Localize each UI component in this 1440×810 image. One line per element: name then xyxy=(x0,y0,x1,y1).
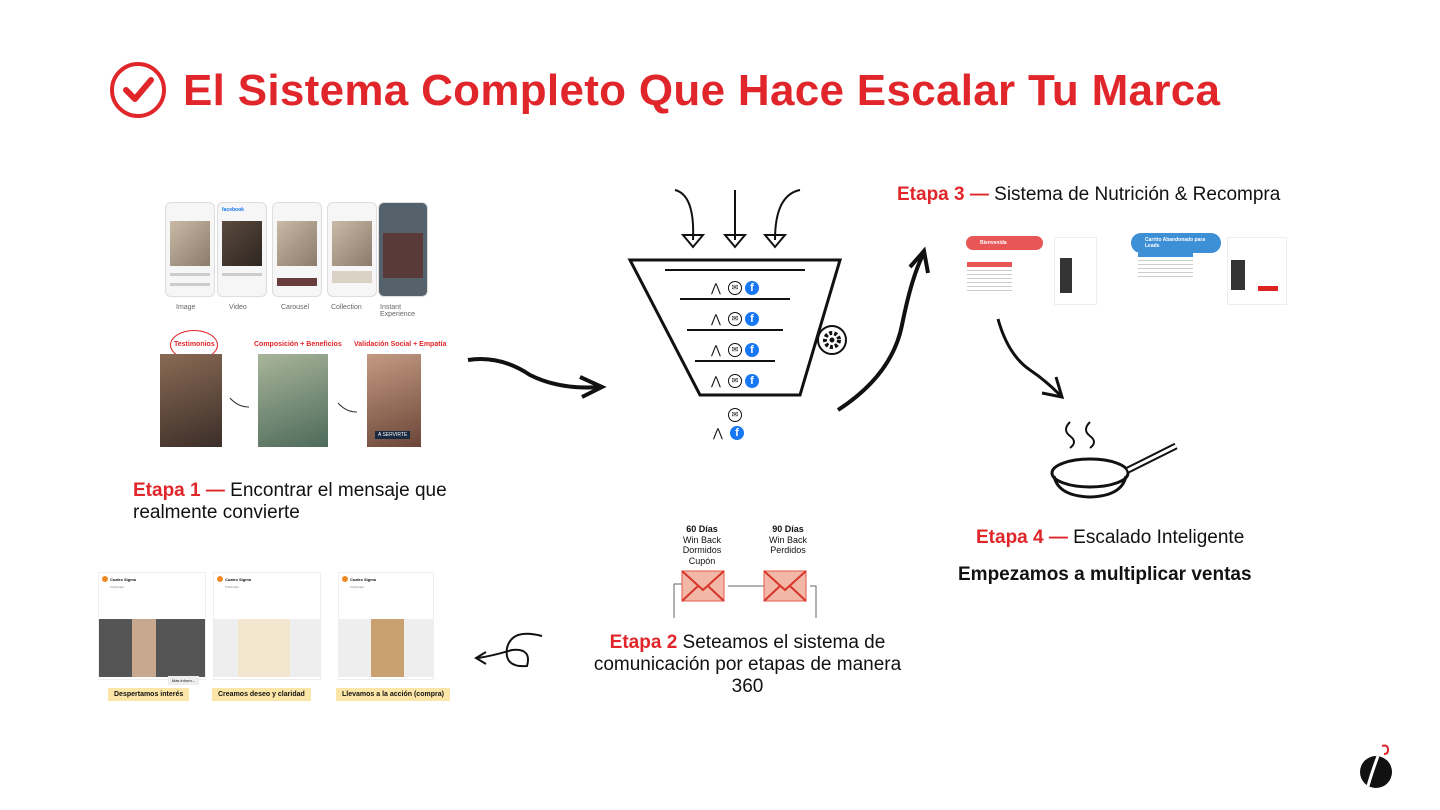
google-ads-icon: ⋀ xyxy=(711,373,721,388)
phone-mock-instant-experience xyxy=(378,202,428,297)
output-channels: ✉ xyxy=(726,404,742,422)
winback-desc: Win Back Perdidos xyxy=(768,534,807,556)
arrow-icon xyxy=(337,402,358,413)
mail-icon: ✉ xyxy=(728,373,742,388)
brand-logo-icon xyxy=(342,576,348,582)
stage3-text: Sistema de Nutrición & Recompra xyxy=(994,184,1281,205)
channel-row: ⋀ ✉f xyxy=(695,334,775,365)
format-label: Image xyxy=(176,304,196,311)
mail-icon: ✉ xyxy=(728,311,742,326)
facebook-icon: f xyxy=(745,280,759,295)
stage2-caption: Etapa 2 Seteamos el sistema de comunicac… xyxy=(580,632,915,698)
stage1-label: Etapa 1 — xyxy=(133,480,225,501)
format-label: Collection xyxy=(331,304,362,311)
output-channels: ⋀f xyxy=(713,426,744,440)
stage3-label: Etapa 3 — xyxy=(897,184,989,205)
empathy-video: A SERVIRTE xyxy=(367,354,421,447)
check-circle-icon xyxy=(110,62,166,118)
ad-card: Cuatro Sigmo Publicidad xyxy=(338,572,434,680)
channel-row: ⋀ ✉f xyxy=(695,365,775,396)
video-caption: A SERVIRTE xyxy=(375,431,411,439)
stage2-text: Seteamos el sistema de comunicación por … xyxy=(593,632,902,697)
google-ads-icon: ⋀ xyxy=(711,280,721,295)
phone-mock-video: facebook xyxy=(217,202,267,297)
ad-card: Cuatro Sigmo Publicidad xyxy=(213,572,321,680)
testimonial-video xyxy=(160,354,222,447)
stage1-caption: Etapa 1 — Encontrar el mensaje que realm… xyxy=(133,480,463,524)
brand-logo-icon xyxy=(1360,744,1392,788)
ad-card: Cuatro Sigmo Publicidad Más inform... xyxy=(98,572,206,685)
stage2-label: Etapa 2 xyxy=(609,632,678,653)
stage4-text: Escalado Inteligente xyxy=(1073,527,1245,548)
phone-mock-collection xyxy=(327,202,377,297)
winback-desc: Win Back Dormidos Cupón xyxy=(682,534,722,566)
format-label: Instant Experience xyxy=(380,304,416,318)
stage4-label: Etapa 4 — xyxy=(976,527,1068,548)
brand-logo-icon xyxy=(217,576,223,582)
facebook-icon: f xyxy=(745,373,759,388)
email-flow-pill: Bienvenida xyxy=(966,236,1043,250)
ad-stage-tag: Despertamos interés xyxy=(108,688,190,701)
email-preview xyxy=(1054,237,1097,305)
email-flow-pill: Carrito Abandonado para Leads xyxy=(1131,233,1221,253)
facebook-icon: f xyxy=(745,342,759,357)
ad-stage-tag: Llevamos a la acción (compra) xyxy=(336,688,450,701)
ad-sub: Publicidad xyxy=(225,585,239,589)
format-label: Carousel xyxy=(281,304,310,311)
page-title: El Sistema Completo Que Hace Escalar Tu … xyxy=(183,66,1221,115)
ad-brand: Cuatro Sigmo xyxy=(225,576,252,582)
phone-mock-carousel xyxy=(272,202,322,297)
ad-brand: Cuatro Sigmo xyxy=(350,576,377,582)
stage1-text: Encontrar el mensaje que realmente convi… xyxy=(133,480,447,523)
email-text-mock xyxy=(1138,253,1193,278)
arrow-icon xyxy=(996,318,1065,399)
arrow-icon xyxy=(467,357,607,399)
creative-label: Validación Social + Empatía xyxy=(354,341,447,348)
facebook-wordmark: facebook xyxy=(222,207,244,213)
winback-day: 60 Días xyxy=(686,524,718,534)
envelope-flow-icons xyxy=(673,570,817,618)
mail-icon: ✉ xyxy=(728,280,742,295)
google-ads-icon: ⋀ xyxy=(713,426,723,440)
stage3-caption: Etapa 3 — Sistema de Nutrición & Recompr… xyxy=(897,184,1280,206)
stage4-caption: Etapa 4 — Escalado Inteligente xyxy=(976,527,1244,549)
channel-row: ⋀ ✉f xyxy=(695,303,775,334)
channel-row: ⋀ ✉f xyxy=(695,272,775,303)
arrow-icon xyxy=(836,246,930,412)
more-info-button[interactable]: Más inform... xyxy=(167,676,199,685)
email-preview xyxy=(1227,237,1287,305)
phone-mock-image xyxy=(165,202,215,297)
google-ads-icon: ⋀ xyxy=(711,311,721,326)
winback-day: 90 Días xyxy=(772,524,804,534)
facebook-icon: f xyxy=(745,311,759,326)
arrow-icon xyxy=(229,397,250,408)
facebook-icon: f xyxy=(730,426,744,440)
funnel-icon xyxy=(627,189,843,397)
stage4-tagline: Empezamos a multiplicar ventas xyxy=(958,564,1252,585)
ad-sub: Publicidad xyxy=(110,585,124,589)
format-label: Video xyxy=(229,304,247,311)
mail-icon: ✉ xyxy=(728,342,742,357)
creative-label: Testimonios xyxy=(174,341,215,348)
funnel-levels: ⋀✉f ⋀✉f ⋀✉f ⋀✉f xyxy=(695,272,775,396)
creative-label: Composición + Beneficios xyxy=(254,341,342,348)
gear-sync-icon xyxy=(817,325,847,355)
ad-stage-tag: Creamos deseo y claridad xyxy=(212,688,311,701)
google-ads-icon: ⋀ xyxy=(711,342,721,357)
brand-logo-icon xyxy=(102,576,108,582)
ad-sub: Publicidad xyxy=(350,585,364,589)
frying-pan-icon xyxy=(1050,421,1178,499)
loop-arrow-icon xyxy=(474,632,543,668)
product-video xyxy=(258,354,328,447)
email-text-mock xyxy=(967,262,1012,292)
ad-brand: Cuatro Sigmo xyxy=(110,576,137,582)
mail-icon: ✉ xyxy=(728,408,742,422)
